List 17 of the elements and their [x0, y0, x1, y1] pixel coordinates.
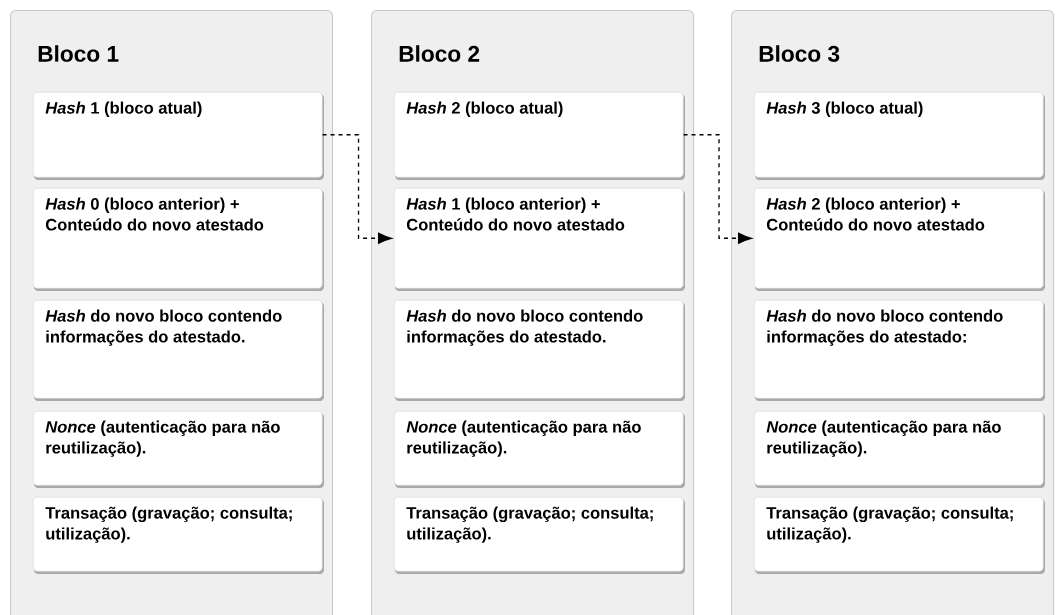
text-box: Hash do novo bloco contendo informações do atestado.	[394, 300, 685, 401]
text-box: Hash 3 (bloco atual)	[754, 92, 1045, 180]
text-box: Hash do novo bloco contendo informações do atestado:	[754, 300, 1045, 401]
text-box: Transação (gravação; consulta; utilização).	[754, 497, 1045, 574]
text-box: Hash 0 (bloco anterior) + Conteúdo do novo atestado	[33, 188, 324, 291]
text-box: Transação (gravação; consulta; utilização).	[33, 497, 324, 574]
text-box: Transação (gravação; consulta; utilização).	[394, 497, 685, 574]
text-box: Nonce (autenticação para não reutilização).	[754, 411, 1045, 488]
text-box: Hash do novo bloco contendo informações do atestado.	[33, 300, 324, 401]
text-box: Hash 2 (bloco anterior) + Conteúdo do novo atestado	[754, 188, 1045, 291]
text-box: Hash 1 (bloco anterior) + Conteúdo do novo atestado	[394, 188, 685, 291]
text-box: Hash 2 (bloco atual)	[394, 92, 685, 180]
text-box: Nonce (autenticação para não reutilização).	[394, 411, 685, 488]
text-box: Hash 1 (bloco atual)	[33, 92, 324, 180]
arrow	[682, 134, 752, 244]
arrow	[321, 134, 392, 244]
text-box: Nonce (autenticação para não reutilização).	[33, 411, 324, 488]
